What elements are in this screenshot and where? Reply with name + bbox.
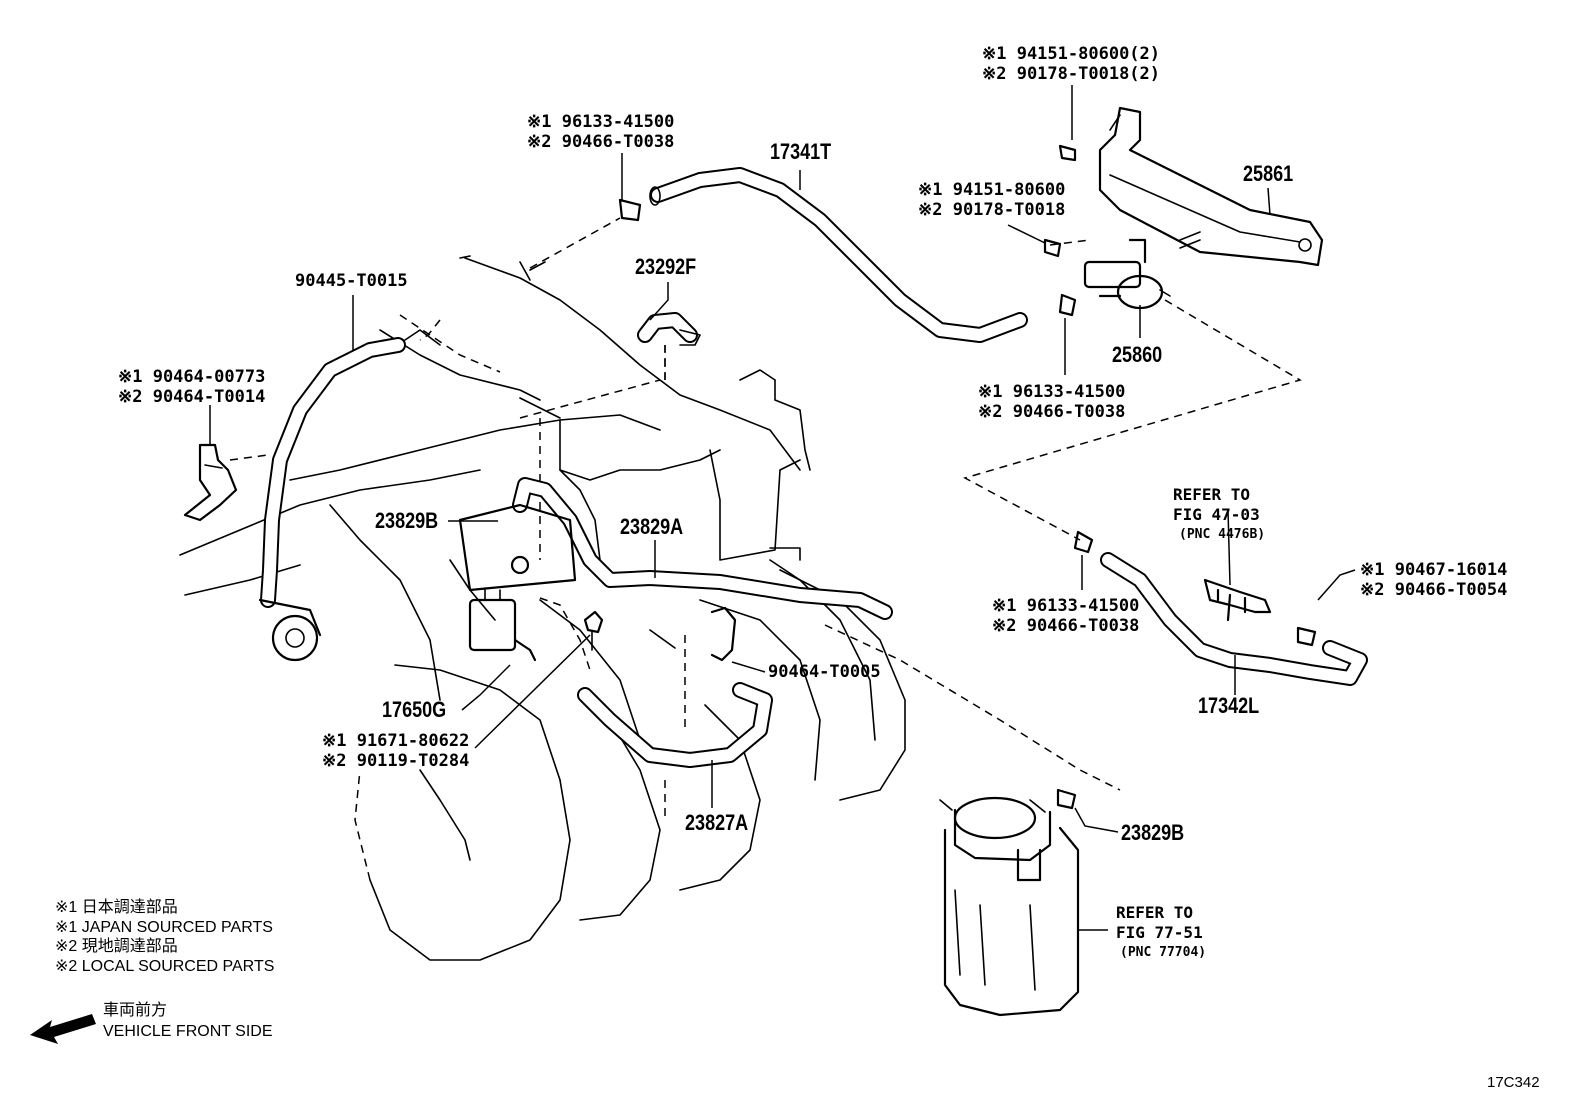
reference-pnc: (PNC 4476B) (1179, 527, 1266, 542)
part-23829B-left (458, 503, 577, 592)
label-17650G: 17650G (382, 697, 447, 722)
legend-line: ※2 現地調達部品 (55, 938, 178, 955)
label-line: ※2 90466-T0038 (527, 132, 675, 152)
hose-23829A (512, 477, 893, 620)
front-label-line: 車両前方 (103, 1002, 168, 1019)
clip-90464-T0005 (649, 606, 737, 662)
clamps (618, 144, 1317, 810)
label-23829A: 23829A (620, 514, 684, 539)
label-17342L: 17342L (1198, 693, 1260, 718)
sensor-lower-left (258, 598, 322, 662)
legend-line: ※2 LOCAL SOURCED PARTS (55, 957, 275, 975)
legend-line: ※1 日本調達部品 (55, 899, 178, 916)
label-23292F: 23292F (635, 254, 697, 279)
hose-17342L (1100, 552, 1368, 686)
charcoal-canister (939, 796, 1080, 1017)
label-clip-left: ※1 90464-00773 ※2 90464-T0014 (118, 367, 265, 407)
vsv-17650G (468, 587, 537, 662)
hose-23292F (637, 312, 701, 346)
label-23827A: 23827A (685, 810, 749, 835)
legend: ※1 日本調達部品 ※1 JAPAN SOURCED PARTS ※2 現地調達… (55, 898, 274, 976)
label-25860: 25860 (1112, 342, 1163, 367)
reference-fig-47-03: REFER TO FIG 47-03 (PNC 4476B) (1173, 485, 1265, 545)
reference-fig-77-51: REFER TO FIG 77-51 (PNC 77704) (1116, 903, 1206, 963)
label-17341T: 17341T (770, 139, 832, 164)
label-line: ※1 94151-80600(2) (982, 44, 1161, 64)
label-line: ※1 96133-41500 (527, 112, 675, 132)
hose-17341T (649, 167, 1028, 343)
label-25861: 25861 (1243, 161, 1294, 186)
vsv-25860 (1083, 238, 1171, 310)
label-line: ※2 90119-T0284 (322, 751, 470, 771)
hose-23827A (577, 682, 773, 768)
assembly-lines (229, 217, 1302, 820)
legend-line: ※1 JAPAN SOURCED PARTS (55, 918, 273, 936)
label-bolt-bottom: ※1 91671-80622 ※2 90119-T0284 (322, 731, 469, 771)
diagram-code: 17C342 (1487, 1074, 1540, 1091)
front-label-line: VEHICLE FRONT SIDE (103, 1023, 273, 1040)
reference-line: FIG 47-03 (1173, 505, 1260, 524)
reference-line: REFER TO (1173, 485, 1251, 504)
label-bolt-mid: ※1 94151-80600 ※2 90178-T0018 (918, 180, 1065, 220)
leader-lines (209, 85, 1356, 931)
vehicle-front-label: 車両前方 VEHICLE FRONT SIDE (103, 1000, 273, 1042)
label-line: ※2 90178-T0018(2) (982, 64, 1161, 84)
bolt-bottom (583, 610, 604, 651)
label-line: ※1 90464-00773 (118, 367, 266, 387)
label-clamp-right-lower: ※1 96133-41500 ※2 90466-T0038 (992, 596, 1139, 636)
label-line: ※2 90466-T0038 (992, 616, 1140, 636)
label-line: ※1 96133-41500 (992, 596, 1140, 616)
label-line: ※1 90467-16014 (1360, 560, 1508, 580)
label-23829B-right: 23829B (1121, 820, 1185, 845)
clip-90464-00773 (183, 443, 238, 522)
label-line: ※2 90466-T0038 (978, 402, 1126, 422)
reference-pnc: (PNC 77704) (1120, 945, 1207, 960)
arrow-left-icon (30, 1014, 96, 1044)
label-clamp-right-upper: ※1 96133-41500 ※2 90466-T0038 (978, 382, 1125, 422)
label-23829B-left: 23829B (375, 508, 439, 533)
label-line: ※1 91671-80622 (322, 731, 470, 751)
label-clamp-far-right: ※1 90467-16014 ※2 90466-T0054 (1360, 560, 1507, 600)
label-line: ※2 90466-T0054 (1360, 580, 1508, 600)
engine-outline (179, 255, 906, 961)
bracket-25861 (1098, 106, 1324, 267)
label-bolt-top: ※1 94151-80600(2) ※2 90178-T0018(2) (982, 44, 1160, 84)
label-line: ※1 96133-41500 (978, 382, 1126, 402)
label-90445-T0015: 90445-T0015 (295, 271, 408, 291)
label-line: ※2 90464-T0014 (118, 387, 266, 407)
hose-90445-T0015 (260, 337, 406, 608)
reference-line: REFER TO (1116, 903, 1194, 922)
label-clamp-top-left: ※1 96133-41500 ※2 90466-T0038 (527, 112, 674, 152)
label-line: ※1 94151-80600 (918, 180, 1066, 200)
label-line: ※2 90178-T0018 (918, 200, 1066, 220)
union-fitting (1203, 578, 1272, 622)
label-90464-T0005: 90464-T0005 (768, 662, 881, 682)
reference-line: FIG 77-51 (1116, 923, 1203, 942)
